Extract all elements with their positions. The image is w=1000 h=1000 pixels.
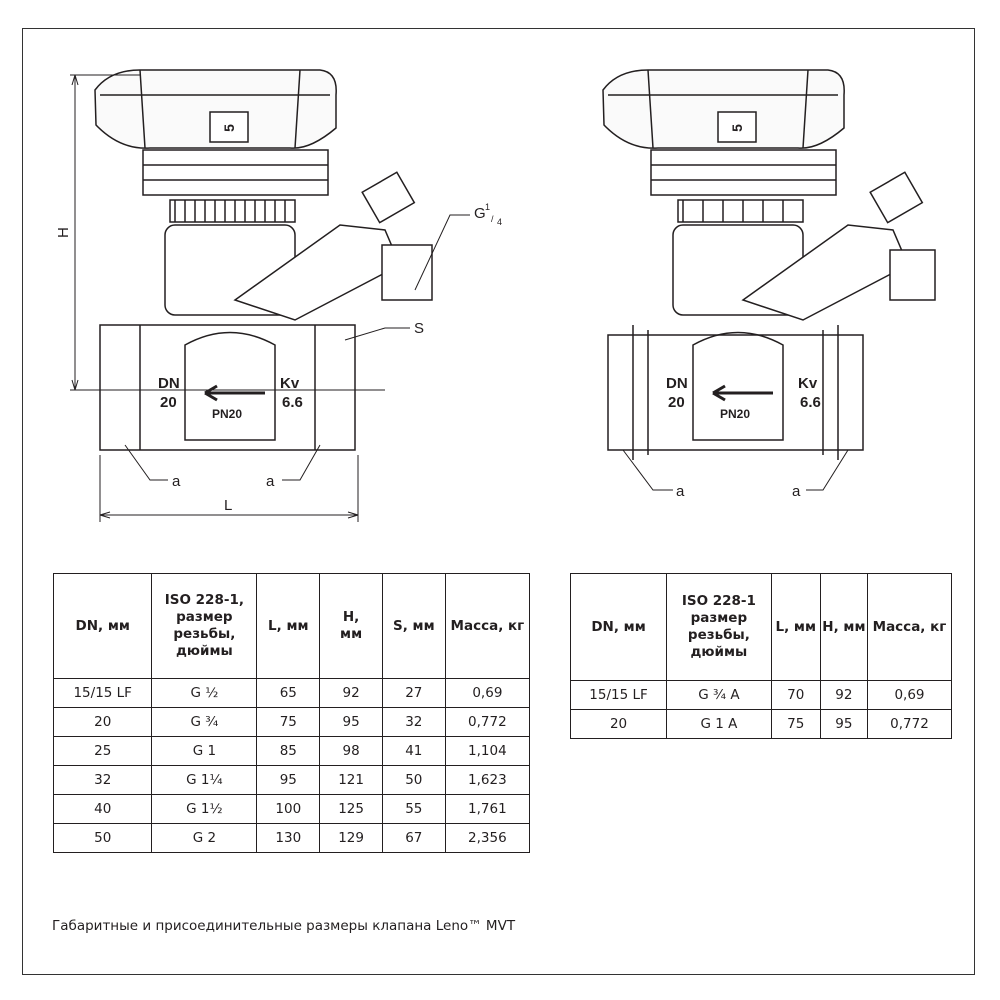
table-cell: 20 xyxy=(52,707,153,737)
header-cell: DN, мм xyxy=(52,573,153,679)
svg-text:a: a xyxy=(676,483,685,500)
header-cell: L, мм xyxy=(256,573,321,679)
table-cell: G ¾ xyxy=(151,707,258,737)
svg-text:1: 1 xyxy=(485,202,490,212)
table-cell: 50 xyxy=(52,823,153,853)
table-cell: 0,772 xyxy=(444,707,531,737)
svg-text:PN20: PN20 xyxy=(212,407,242,421)
figure-caption: Габаритные и присоединительные размеры к… xyxy=(52,918,516,934)
dimension-l-label: L xyxy=(224,497,232,514)
table-cell: G ½ xyxy=(151,678,258,708)
table-cell: 50 xyxy=(381,765,446,795)
table-cell: G ¾ A xyxy=(666,680,772,710)
table-cell: 0,69 xyxy=(444,678,531,708)
table-cell: 100 xyxy=(256,794,321,824)
table-cell: 32 xyxy=(52,765,153,795)
svg-text:6.6: 6.6 xyxy=(800,394,821,411)
table-cell: 32 xyxy=(381,707,446,737)
table-cell: G 1 xyxy=(151,736,258,766)
svg-text:Kv: Kv xyxy=(280,375,300,392)
header-cell: H, мм xyxy=(319,573,383,679)
table-cell: 70 xyxy=(770,680,821,710)
table-cell: 41 xyxy=(381,736,446,766)
dimensions-table-internal: DN, мм ISO 228-1, размер резьбы, дюймы L… xyxy=(52,573,531,853)
svg-text:a: a xyxy=(172,473,181,490)
table-cell: 27 xyxy=(381,678,446,708)
table-cell: 75 xyxy=(770,709,821,739)
svg-text:6.6: 6.6 xyxy=(282,394,303,411)
table-cell: 40 xyxy=(52,794,153,824)
table-cell: 130 xyxy=(256,823,321,853)
table-cell: 1,104 xyxy=(444,736,531,766)
svg-text:20: 20 xyxy=(668,394,685,411)
table-header-row: DN, мм ISO 228-1, размер резьбы, дюймы L… xyxy=(52,573,531,679)
valve-drawing-external-thread: 5 DN 20 Kv 6.6 PN20 a a xyxy=(602,69,936,500)
table-cell: 121 xyxy=(319,765,383,795)
table-cell: 129 xyxy=(319,823,383,853)
table-cell: 2,356 xyxy=(444,823,531,853)
table-cell: 67 xyxy=(381,823,446,853)
table-cell: 1,623 xyxy=(444,765,531,795)
valve-drawings: 5 DN 20 Kv 6.6 PN20 H L G xyxy=(55,69,936,522)
table-cell: G 1 A xyxy=(666,709,772,739)
header-cell: ISO 228-1, размер резьбы, дюймы xyxy=(151,573,258,679)
header-cell: Масса, кг xyxy=(444,573,531,679)
table-cell: 95 xyxy=(319,707,383,737)
svg-text:G: G xyxy=(474,205,486,222)
svg-text:/: / xyxy=(491,214,494,224)
table-cell: 15/15 LF xyxy=(569,680,668,710)
table-cell: 95 xyxy=(256,765,321,795)
valve-drawing-internal-thread: 5 DN 20 Kv 6.6 PN20 H L G xyxy=(55,69,502,522)
table-cell: G 1¼ xyxy=(151,765,258,795)
scale-mark: 5 xyxy=(221,124,237,132)
table-header-row: DN, мм ISO 228-1 размер резьбы, дюймы L,… xyxy=(569,573,953,681)
svg-text:PN20: PN20 xyxy=(720,407,750,421)
table-cell: 125 xyxy=(319,794,383,824)
svg-text:4: 4 xyxy=(497,217,502,227)
dimensions-table-external: DN, мм ISO 228-1 размер резьбы, дюймы L,… xyxy=(569,573,953,739)
table-cell: 20 xyxy=(569,709,668,739)
table-cell: 0,69 xyxy=(866,680,953,710)
table-cell: 75 xyxy=(256,707,321,737)
table-cell: 0,772 xyxy=(866,709,953,739)
svg-text:S: S xyxy=(414,320,424,337)
table-cell: 25 xyxy=(52,736,153,766)
table-cell: 95 xyxy=(819,709,868,739)
frame-border xyxy=(22,28,975,975)
svg-text:5: 5 xyxy=(729,124,745,132)
svg-text:DN: DN xyxy=(158,375,180,392)
header-cell: ISO 228-1 размер резьбы, дюймы xyxy=(666,573,772,681)
table-cell: 85 xyxy=(256,736,321,766)
dimension-h-label: H xyxy=(55,227,72,238)
table-cell: 65 xyxy=(256,678,321,708)
svg-text:DN: DN xyxy=(666,375,688,392)
table-cell: G 2 xyxy=(151,823,258,853)
header-cell: H, мм xyxy=(819,573,868,681)
table-cell: 55 xyxy=(381,794,446,824)
table-cell: 92 xyxy=(319,678,383,708)
svg-text:a: a xyxy=(792,483,801,500)
table-cell: 92 xyxy=(819,680,868,710)
svg-text:20: 20 xyxy=(160,394,177,411)
header-cell: S, мм xyxy=(381,573,446,679)
header-cell: Масса, кг xyxy=(866,573,953,681)
header-cell: DN, мм xyxy=(569,573,668,681)
svg-text:a: a xyxy=(266,473,275,490)
table-cell: 15/15 LF xyxy=(52,678,153,708)
table-cell: 98 xyxy=(319,736,383,766)
svg-text:Kv: Kv xyxy=(798,375,818,392)
header-cell: L, мм xyxy=(770,573,821,681)
table-cell: G 1½ xyxy=(151,794,258,824)
table-cell: 1,761 xyxy=(444,794,531,824)
